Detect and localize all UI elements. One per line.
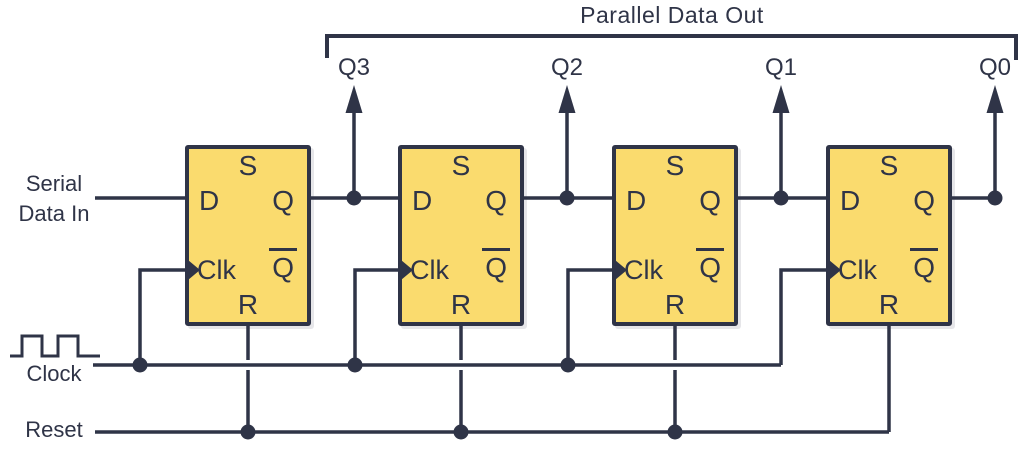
ff2-q-bar-text: Q [482, 248, 510, 284]
ff3-pin-set: S [665, 150, 685, 181]
serial-label-line1: Serial [25, 171, 83, 196]
ff1-pin-q: Q [272, 185, 294, 216]
ff1-pin-reset: R [237, 289, 259, 320]
ff1-pin-clk: Clk [197, 255, 236, 285]
parallel-out-bracket [325, 34, 1018, 60]
ff3-clock-edge-triangle-icon [615, 260, 627, 280]
clock-waveform-icon [10, 334, 100, 358]
ff4-pin-data: D [840, 185, 861, 216]
ff2-clock-edge-triangle-icon [401, 260, 413, 280]
output-label-q1: Q1 [764, 54, 797, 81]
ff4-pin-set: S [879, 150, 899, 181]
ff4-pin-reset: R [878, 289, 900, 320]
ff4-clock-edge-triangle-icon [829, 260, 841, 280]
ff2-pin-set: S [451, 150, 471, 181]
output-label-q2: Q2 [550, 54, 583, 81]
ff3-pin-clk: Clk [624, 255, 663, 285]
clock-branch-wires [138, 268, 826, 365]
ff4-pin-q: Q [913, 185, 935, 216]
ff4-q-bar-text: Q [910, 248, 938, 284]
ff1-clock-edge-triangle-icon [188, 260, 200, 280]
ff1-pin-data: D [199, 185, 220, 216]
ff2-pin-q-bar: Q [482, 248, 510, 284]
flip-flop-3: S D Q Clk Q R [612, 145, 738, 326]
flip-flop-2: S D Q Clk Q R [398, 145, 524, 326]
output-arrowheads [345, 85, 1004, 113]
ff3-pin-data: D [626, 185, 647, 216]
ff2-pin-reset: R [450, 289, 472, 320]
ff4-pin-q-bar: Q [910, 248, 938, 284]
flip-flop-4: S D Q Clk Q R [826, 145, 952, 326]
parallel-data-out-label: Parallel Data Out [580, 2, 764, 28]
ff1-pin-set: S [238, 150, 258, 181]
ff3-pin-q-bar: Q [696, 248, 724, 284]
output-label-q3: Q3 [337, 54, 370, 81]
ff1-pin-q-bar: Q [269, 248, 297, 284]
ff3-pin-q: Q [699, 185, 721, 216]
ff2-pin-data: D [412, 185, 433, 216]
ff2-pin-clk: Clk [410, 255, 449, 285]
output-label-q0: Q0 [978, 54, 1011, 81]
ff3-pin-reset: R [664, 289, 686, 320]
serial-data-in-label: Serial Data In [8, 169, 100, 229]
reset-label: Reset [25, 417, 83, 442]
flip-flop-1: S D Q Clk Q R [185, 145, 311, 326]
junction-dots [132, 190, 1003, 440]
reset-branch-wires [246, 326, 891, 432]
ff1-q-bar-text: Q [269, 248, 297, 284]
output-arrow-stems [352, 108, 997, 198]
serial-label-line2: Data In [18, 201, 90, 226]
ff4-pin-clk: Clk [838, 255, 877, 285]
ff3-q-bar-text: Q [696, 248, 724, 284]
clock-label: Clock [26, 361, 82, 386]
ff2-pin-q: Q [485, 185, 507, 216]
